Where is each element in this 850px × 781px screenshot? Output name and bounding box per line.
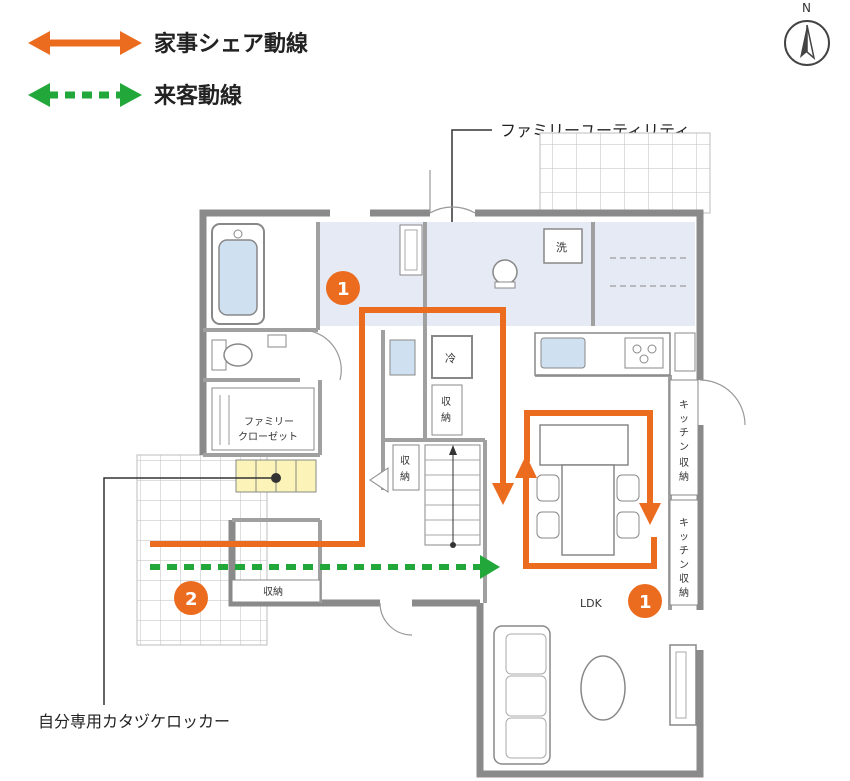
kitchen-storage-lower-char: チ bbox=[679, 545, 689, 557]
kitchen-storage-lower-char: 納 bbox=[679, 586, 689, 599]
kitchen-storage-upper-char: ッ bbox=[679, 414, 689, 425]
entrance-storage-label: 収納 bbox=[263, 585, 283, 598]
sofa bbox=[493, 625, 551, 765]
fridge: 冷 bbox=[431, 335, 473, 379]
badge-one-text: 1 bbox=[337, 279, 350, 300]
badge-one-utility: 1 bbox=[326, 271, 360, 305]
badge-two-entrance: 2 bbox=[174, 581, 208, 615]
ldk-label: LDK bbox=[580, 597, 603, 610]
kitchen-storage-upper: キ ッ チ ン 収 納 bbox=[669, 379, 699, 496]
kitchen-storage-upper-char: ン bbox=[679, 442, 689, 453]
badge-one-ldk: 1 bbox=[628, 584, 662, 618]
stairs bbox=[424, 444, 481, 548]
legend-housework-arrow bbox=[28, 31, 142, 55]
kitchen-storage-lower-char: ッ bbox=[679, 532, 689, 543]
legend-housework-label: 家事シェア動線 bbox=[154, 31, 308, 57]
storage-char-1a: 収 bbox=[441, 396, 451, 408]
bathroom bbox=[211, 223, 265, 325]
coffee-table bbox=[580, 655, 626, 721]
locker-callout-label: 自分専用カタヅケロッカー bbox=[38, 712, 230, 731]
toilet-icon bbox=[211, 334, 287, 371]
kitchen-counter bbox=[534, 332, 696, 376]
kitchen-storage-lower-char: ン bbox=[679, 560, 689, 571]
kitchen-storage-upper-char: チ bbox=[679, 427, 689, 439]
kitchen-storage-upper-char: 納 bbox=[679, 470, 689, 483]
kitchen-storage-lower: キ ッ チ ン 収 納 bbox=[669, 499, 699, 606]
kataduke-locker bbox=[235, 459, 317, 493]
kitchen-storage-upper-char: 収 bbox=[679, 457, 689, 469]
compass-label: N bbox=[802, 1, 811, 15]
badge-one-text: 1 bbox=[639, 592, 652, 613]
pantry bbox=[389, 339, 416, 376]
utility-fixtures: 洗 bbox=[399, 224, 690, 289]
storage-under-stairs: 収 納 bbox=[369, 444, 420, 493]
kitchen-storage-lower-char: キ bbox=[679, 518, 689, 529]
locker-callout: 自分専用カタヅケロッカー bbox=[38, 477, 276, 731]
wash-label: 洗 bbox=[556, 241, 567, 254]
family-closet-line2: クローゼット bbox=[238, 431, 298, 443]
housework-route bbox=[150, 307, 661, 569]
terrace-tiles bbox=[539, 132, 711, 214]
dining-set bbox=[536, 424, 640, 556]
compass-icon: N bbox=[784, 1, 830, 66]
legend-guest-arrow bbox=[28, 83, 142, 107]
legend: 家事シェア動線 来客動線 bbox=[28, 31, 308, 109]
doors bbox=[299, 170, 746, 636]
tv-board bbox=[669, 644, 697, 726]
storage-char-1b: 納 bbox=[441, 411, 451, 424]
legend-guest-label: 来客動線 bbox=[153, 83, 242, 109]
family-closet-line1: ファミリー bbox=[244, 417, 294, 428]
storage-char-2a: 収 bbox=[400, 455, 410, 467]
guest-route bbox=[150, 555, 500, 579]
entrance-storage: 収納 bbox=[231, 579, 321, 603]
storage-near-fridge: 収 納 bbox=[431, 384, 463, 436]
kitchen-storage-upper-char: キ bbox=[679, 400, 689, 411]
kitchen-storage-lower-char: 収 bbox=[679, 573, 689, 585]
badge-two-text: 2 bbox=[185, 589, 198, 610]
washing-machine bbox=[543, 228, 583, 264]
storage-char-2b: 納 bbox=[400, 470, 410, 483]
family-closet: ファミリー クローゼット bbox=[211, 387, 315, 451]
exterior-walls bbox=[199, 209, 704, 778]
fridge-label: 冷 bbox=[445, 352, 456, 365]
